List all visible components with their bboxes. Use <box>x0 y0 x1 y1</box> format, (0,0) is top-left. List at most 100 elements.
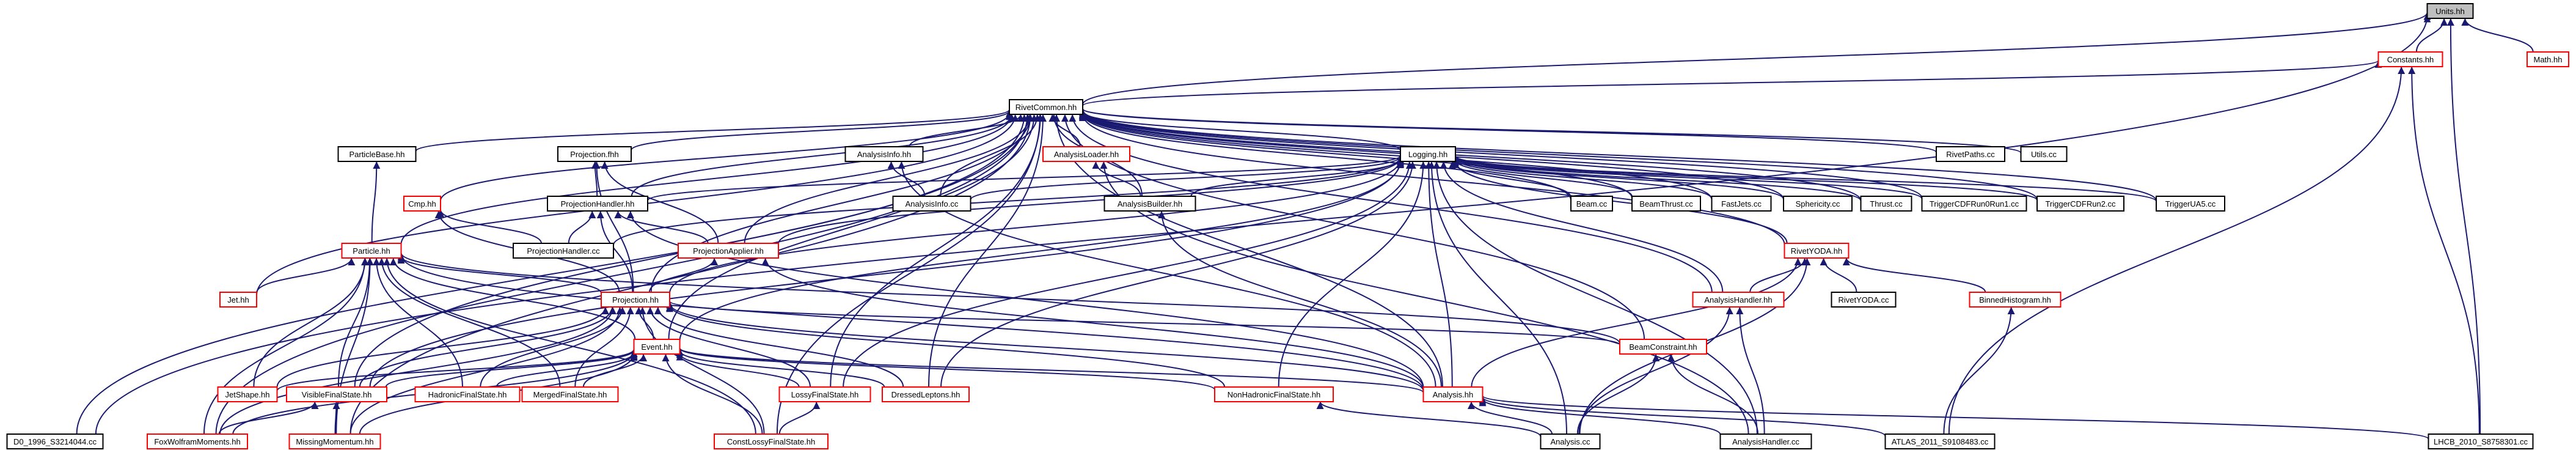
node-projectionapplier: ProjectionApplier.hh <box>678 243 779 259</box>
node-label: AnalysisBuilder.hh <box>1118 199 1182 208</box>
edge-math-to-units <box>2461 18 2534 53</box>
node-beamconstraint: BeamConstraint.hh <box>1619 339 1707 355</box>
node-lhcb[interactable]: LHCB_2010_S8758301.cc <box>2428 433 2534 449</box>
node-box <box>714 433 829 449</box>
node-logging[interactable]: Logging.hh <box>1400 146 1456 162</box>
node-analysiscc[interactable]: Analysis.cc <box>1540 433 1601 449</box>
node-trigua5[interactable]: TriggerUA5.cc <box>2156 196 2225 212</box>
node-label: DressedLeptons.hh <box>891 390 961 399</box>
node-label: Constants.hh <box>2387 55 2434 64</box>
node-box <box>1422 386 1484 402</box>
node-analysisinfo[interactable]: AnalysisInfo.hh <box>844 146 924 162</box>
edge-analysishh-to-rivetyoda <box>1471 257 1802 388</box>
edge-fastjets-to-logging <box>1452 158 1713 199</box>
node-utilscc[interactable]: Utils.cc <box>2020 146 2068 162</box>
node-particlebase[interactable]: ParticleBase.hh <box>337 146 417 162</box>
node-label: AnalysisLoader.hh <box>1054 150 1119 159</box>
node-fastjets[interactable]: FastJets.cc <box>1711 196 1772 212</box>
edge-trigua5-to-logging <box>1452 155 2157 202</box>
node-d0[interactable]: D0_1996_S3214044.cc <box>6 433 104 449</box>
node-box <box>288 433 381 449</box>
edge-projection-to-particle <box>397 256 602 294</box>
node-thrust[interactable]: Thrust.cc <box>1860 196 1912 212</box>
node-mergedfs: MergedFinalState.hh <box>521 386 619 402</box>
node-trigcdf2[interactable]: TriggerCDFRun2.cc <box>2036 196 2124 212</box>
edge-analysishh-to-particle <box>397 254 1424 391</box>
node-rivetcommon[interactable]: RivetCommon.hh <box>1009 99 1083 115</box>
edge-projectionfhh-to-rivetcommon <box>631 110 1013 151</box>
edge-analysishh-to-projection <box>666 303 1424 391</box>
node-box <box>1969 292 2062 308</box>
node-jetshape: JetShape.hh <box>217 386 278 402</box>
node-cmp: Cmp.hh <box>403 196 441 212</box>
node-atlas[interactable]: ATLAS_2011_S9108483.cc <box>1884 433 1996 449</box>
node-label: TriggerCDFRun0Run1.cc <box>1930 199 2019 208</box>
node-box <box>341 243 402 259</box>
node-rivetyodacc[interactable]: RivetYODA.cc <box>1831 292 1897 308</box>
edge-projectionhandlercc-to-logging <box>613 157 1404 246</box>
edge-beamconstraint-to-projection <box>666 300 1620 345</box>
edge-analysiscc-to-nonhadronicfs <box>1316 401 1542 437</box>
edge-missingmomentum-to-visiblefs <box>332 401 340 435</box>
edge-visiblefs-to-event <box>385 350 638 388</box>
edge-analysisbuilder-to-analysisloader <box>1092 161 1141 197</box>
node-projectionhandlercc[interactable]: ProjectionHandler.cc <box>513 243 614 259</box>
node-projectionfhh[interactable]: Projection.fhh <box>557 146 632 162</box>
edge-foxwolfram-to-particle <box>203 257 369 435</box>
edge-analysishandlercc-to-beamconstraint <box>1667 353 1758 435</box>
edge-dressedleptons-to-event <box>676 350 885 388</box>
node-math: Math.hh <box>2527 51 2569 67</box>
node-box <box>1711 196 1772 212</box>
node-lossyfs: LossyFinalState.hh <box>778 386 871 402</box>
node-box <box>1103 196 1196 212</box>
node-box <box>678 243 779 259</box>
node-label: BeamThrust.cc <box>1639 199 1693 208</box>
edge-beamconstraint-to-rivetcommon <box>1061 114 1645 340</box>
node-label: ProjectionHandler.hh <box>561 199 635 208</box>
node-binnedhistogram: BinnedHistogram.hh <box>1969 292 2062 308</box>
node-label: LossyFinalState.hh <box>791 390 859 399</box>
node-label: AnalysisInfo.cc <box>906 199 959 208</box>
node-beamcc[interactable]: Beam.cc <box>1570 196 1613 212</box>
edge-trigua5-to-rivetcommon <box>1079 109 2157 201</box>
node-box <box>337 146 417 162</box>
node-box <box>286 386 387 402</box>
node-projectionhandlerhh[interactable]: ProjectionHandler.hh <box>547 196 648 212</box>
node-analysishandlercc[interactable]: AnalysisHandler.cc <box>1719 433 1812 449</box>
node-rivetpaths[interactable]: RivetPaths.cc <box>1936 146 2005 162</box>
edge-projectionhandlerhh-to-logging <box>647 155 1404 202</box>
node-box <box>892 196 971 212</box>
edge-beamcc-to-rivetcommon <box>1079 113 1572 201</box>
edge-hadronicfs-to-particle <box>373 257 463 388</box>
node-box <box>2377 51 2443 67</box>
edge-projectionapplier-to-logging <box>778 158 1404 244</box>
edge-particle-to-rivetcommon <box>400 114 1015 245</box>
edge-lossyfs-to-rivetcommon <box>830 114 1044 388</box>
node-label: Jet.hh <box>227 295 249 304</box>
node-analysisbuilder[interactable]: AnalysisBuilder.hh <box>1103 196 1196 212</box>
node-box <box>1692 292 1785 308</box>
edge-particlebase-to-rivetcommon <box>415 109 1013 152</box>
edge-foxwolfram-to-visiblefs <box>218 401 319 435</box>
node-box <box>521 386 619 402</box>
node-units[interactable]: Units.hh <box>2426 3 2474 19</box>
node-label: LHCB_2010_S8758301.cc <box>2434 437 2528 446</box>
node-label: Analysis.hh <box>1433 390 1473 399</box>
node-analysisinfocc[interactable]: AnalysisInfo.cc <box>892 196 971 212</box>
node-label: Cmp.hh <box>408 199 436 208</box>
node-trigcdf1[interactable]: TriggerCDFRun0Run1.cc <box>1921 196 2027 212</box>
node-label: AnalysisInfo.hh <box>857 150 911 159</box>
node-beamthrust[interactable]: BeamThrust.cc <box>1631 196 1701 212</box>
node-sphericity[interactable]: Sphericity.cc <box>1783 196 1853 212</box>
edge-projectionhandlercc-to-projectionhandlerhh <box>568 210 596 244</box>
node-hadronicfs: HadronicFinalState.hh <box>414 386 521 402</box>
edge-lhcb-to-constants <box>2408 66 2480 435</box>
edge-visiblefs-to-projection <box>359 306 617 388</box>
node-label: JetShape.hh <box>225 390 269 399</box>
edge-analysisinfocc-to-logging <box>970 156 1404 201</box>
edge-visiblefs-to-logging <box>369 160 1404 388</box>
node-box <box>1860 196 1912 212</box>
edge-analysishh-to-event <box>676 347 1424 393</box>
node-label: RivetYODA.hh <box>1791 246 1843 256</box>
edge-projectionapplier-to-rivetcommon <box>744 114 1034 244</box>
